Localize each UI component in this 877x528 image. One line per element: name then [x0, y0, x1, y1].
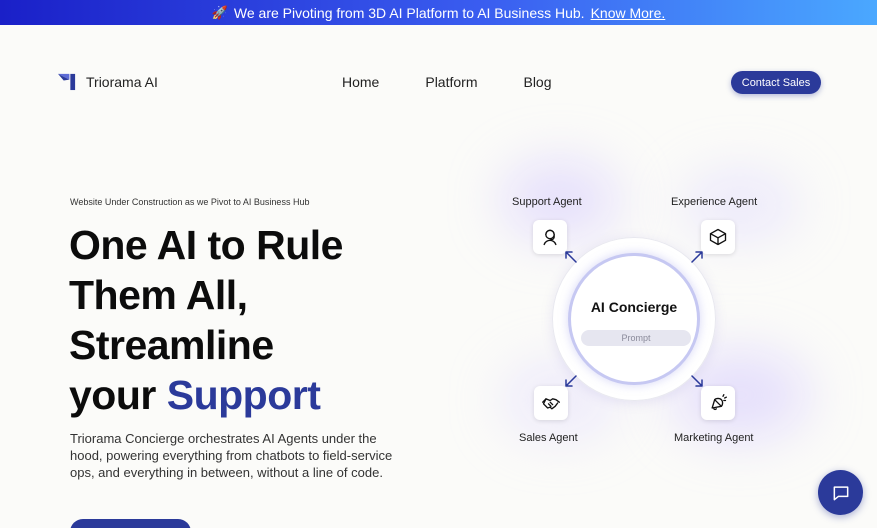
contact-sales-button[interactable]: Contact Sales	[731, 71, 821, 94]
headline-support: Support	[166, 372, 321, 418]
marketing-agent-label: Marketing Agent	[674, 432, 754, 444]
megaphone-bell-icon[interactable]	[701, 386, 735, 420]
know-more-link[interactable]: Know More.	[590, 4, 666, 21]
concierge-inner-ring	[568, 253, 700, 385]
nav-home[interactable]: Home	[342, 74, 380, 90]
glow	[680, 170, 800, 240]
agents-diagram: AI Concierge Prompt Support Agent Experi…	[440, 160, 877, 460]
brand-name: Triorama AI	[86, 73, 158, 90]
nav-blog[interactable]: Blog	[523, 74, 552, 90]
main-nav: Home Platform Blog	[342, 74, 552, 90]
headline-line-1: One AI to Rule	[69, 222, 343, 268]
experience-agent-label: Experience Agent	[671, 196, 758, 208]
headline-line-2: Them All,	[69, 272, 248, 318]
arrow-up-right-icon	[690, 250, 704, 264]
chat-widget-button[interactable]	[818, 470, 863, 515]
announcement-banner: 🚀 We are Pivoting from 3D AI Platform to…	[0, 0, 877, 25]
concierge-title: AI Concierge	[590, 299, 678, 315]
prompt-pill[interactable]: Prompt	[581, 330, 691, 346]
chat-bubble-icon	[833, 485, 848, 500]
announcement-text: We are Pivoting from 3D AI Platform to A…	[233, 4, 585, 21]
arrow-down-right-icon	[690, 374, 704, 388]
sales-agent-label: Sales Agent	[519, 432, 578, 444]
arrow-up-left-icon	[564, 250, 578, 264]
hero-eyebrow: Website Under Construction as we Pivot t…	[70, 197, 310, 207]
triorama-logo-icon	[58, 73, 76, 91]
headline-line-4: your Support	[69, 370, 343, 420]
support-agent-label: Support Agent	[512, 196, 582, 208]
rocket-icon: 🚀	[211, 4, 228, 20]
hero-cta-button[interactable]	[70, 519, 191, 528]
headline-your: your	[69, 372, 167, 418]
experience-agent-icon[interactable]	[701, 220, 735, 254]
support-agent-icon[interactable]	[533, 220, 567, 254]
hero-description: Triorama Concierge orchestrates AI Agent…	[70, 431, 393, 480]
arrow-down-left-icon	[564, 374, 578, 388]
hero-headline: One AI to Rule Them All, Streamline your…	[69, 220, 343, 420]
brand-logo[interactable]: Triorama AI	[58, 72, 158, 91]
handshake-icon[interactable]	[534, 386, 568, 420]
nav-platform[interactable]: Platform	[425, 74, 478, 90]
headline-line-3: Streamline	[69, 322, 274, 368]
